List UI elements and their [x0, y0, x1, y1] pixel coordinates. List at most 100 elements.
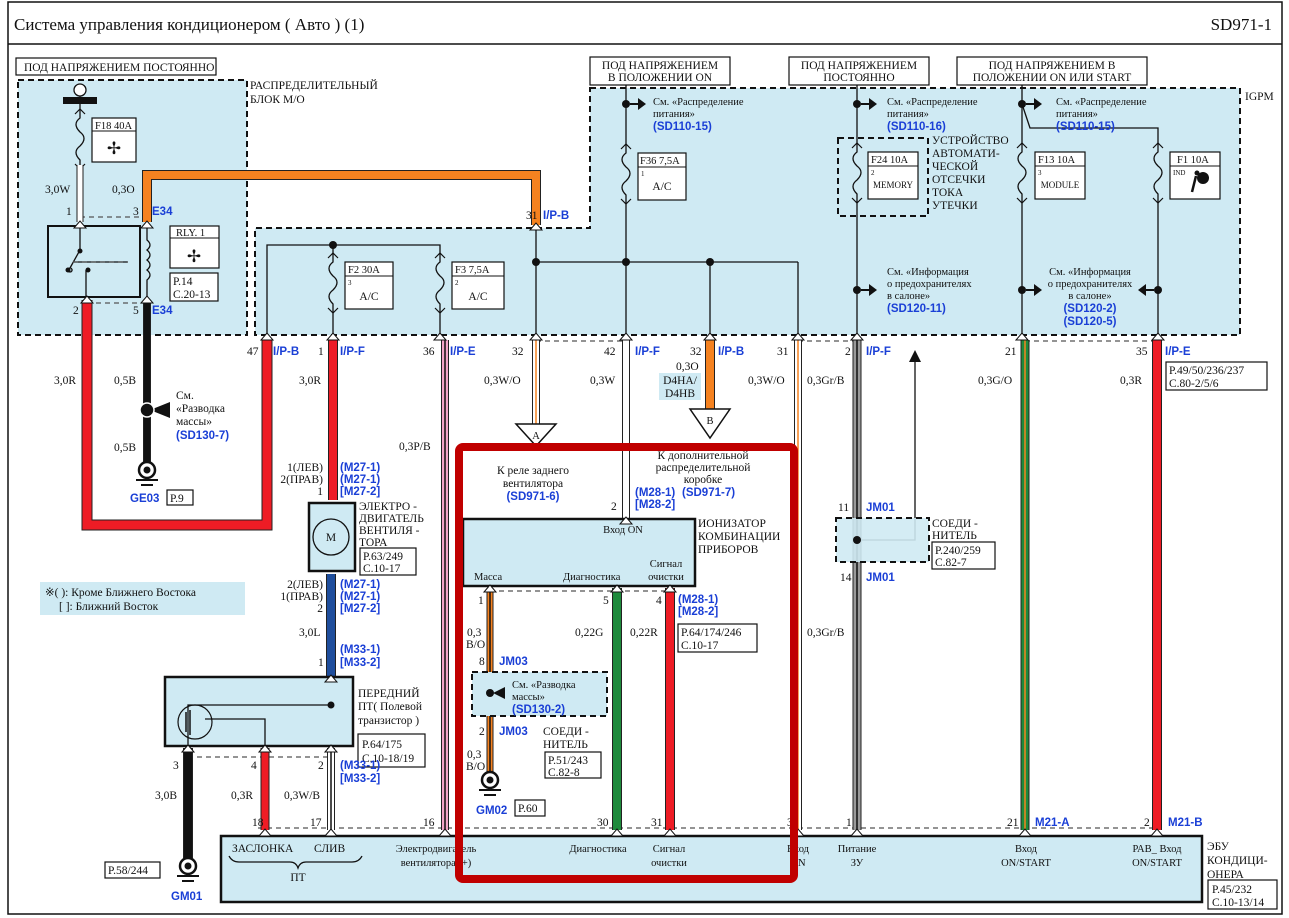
fuse-connector-icon — [620, 143, 632, 205]
supply-on-box — [589, 56, 731, 86]
ref-link-sd120-5[interactable]: (SD120-5) — [1063, 316, 1116, 328]
fuse-f3-number: 2 — [455, 279, 459, 287]
battery-terminal — [73, 83, 87, 97]
ecu-ref: P.45/232 — [1212, 884, 1252, 896]
wire-label: 0,3W/O — [484, 375, 521, 387]
see-power-text: питания» — [887, 109, 929, 120]
connector-label[interactable]: I/P-F — [635, 346, 660, 358]
pin-label: 1(ЛЕВ) — [287, 462, 323, 474]
see-ground-text: См. «Разводка — [512, 680, 576, 691]
connector-jm01[interactable]: JM01 — [866, 572, 895, 584]
motor-ref: P.63/249 — [363, 551, 403, 563]
splice-dot — [853, 286, 861, 294]
connector-label[interactable]: I/P-F — [340, 346, 365, 358]
pin-label: 2(ПРАВ) — [280, 474, 323, 486]
connector-label[interactable]: I/P-E — [450, 346, 476, 358]
connector-m27-2[interactable]: [M27-2] — [340, 486, 380, 498]
cutoff-line: ТОКА — [932, 187, 964, 199]
ref-link-sd130-7[interactable]: (SD130-7) — [176, 430, 229, 442]
ecu-pin-label: ON/START — [1132, 858, 1182, 869]
pin-number: 36 — [423, 346, 435, 358]
connector-m27-1[interactable]: (M27-1) — [340, 579, 380, 591]
fuse-f13-number: 3 — [1038, 169, 1042, 177]
fuse-icon — [435, 252, 445, 314]
ecu-pin-label: Питание — [838, 844, 877, 855]
fuse-f36-circuit: A/C — [652, 181, 672, 193]
connector-m28-2[interactable]: [M28-2] — [678, 606, 718, 618]
pin-chevron-icon — [849, 332, 865, 341]
jm01-name: СОЕДИ - — [932, 518, 978, 530]
motor-name: ВЕНТИЛЯ - — [359, 525, 420, 537]
connector-label[interactable]: I/P-F — [866, 346, 891, 358]
connector-label[interactable]: I/P-E — [1165, 346, 1191, 358]
connector-m33-2[interactable]: [M33-2] — [340, 657, 380, 669]
ground-gm01-label[interactable]: GM01 — [171, 891, 203, 903]
frame — [7, 1, 1283, 915]
cutoff-label: УСТРОЙСТВО АВТОМАТИ- ЧЕСКОЙ ОТСЕЧКИ ТОКА… — [932, 133, 1009, 212]
ref-link-sd971-6[interactable]: (SD971-6) — [506, 491, 559, 503]
see-power-text: См. «Распределение — [887, 97, 978, 108]
connector-label[interactable]: I/P-B — [273, 346, 299, 358]
connector-jm03[interactable]: JM03 — [499, 726, 528, 738]
jm03-ref-2: C.82-8 — [548, 767, 580, 779]
ref-link-sd110-15[interactable]: (SD110-15) — [653, 121, 712, 133]
see-info-text: в салоне» — [1068, 291, 1111, 302]
cutoff-line: АВТОМАТИ- — [932, 148, 1000, 160]
connector-jm03[interactable]: JM03 — [499, 656, 528, 668]
wire-label: 0,3 — [467, 749, 482, 761]
pin-number: 47 — [247, 346, 259, 358]
ionizer-ref: P.64/174/246 — [681, 627, 742, 639]
connector-e34-label[interactable]: E34 — [152, 305, 173, 317]
ref-link-sd971-7[interactable]: (SD971-7) — [682, 487, 735, 499]
connector-jm01[interactable]: JM01 — [866, 502, 895, 514]
pin-number: 31 — [651, 817, 663, 829]
pin-number: 2 — [479, 726, 485, 738]
pin-chevron-icon — [849, 828, 865, 837]
pin-number: 2 — [1144, 817, 1150, 829]
pin-chevron-icon — [323, 828, 339, 837]
connector-m27-2[interactable]: [M27-2] — [340, 603, 380, 615]
connector-e34-label[interactable]: E34 — [152, 206, 173, 218]
ionizer-pin-label: Вход ON — [603, 525, 643, 536]
connector-m33-1[interactable]: (M33-1) — [340, 760, 380, 772]
connector-ipb-label[interactable]: I/P-B — [543, 210, 569, 222]
ecu-pin-label: Диагностика — [569, 844, 627, 855]
connector-m28-2[interactable]: [M28-2] — [635, 499, 675, 511]
connector-m27-1[interactable]: (M27-1) — [340, 462, 380, 474]
ref-link-sd120-2[interactable]: (SD120-2) — [1063, 303, 1116, 315]
wire-orange-e34-ipb — [143, 171, 540, 225]
ref-link-sd130-2[interactable]: (SD130-2) — [512, 704, 565, 716]
wire-label: 0,3 — [467, 627, 482, 639]
wire-label: 0,3G/O — [978, 375, 1012, 387]
connector-m27-1[interactable]: (M27-1) — [340, 591, 380, 603]
see-power-text: питания» — [653, 109, 695, 120]
wire-label: 0,3O — [676, 361, 699, 373]
splice-dot — [706, 258, 714, 266]
connector-m28-1[interactable]: (M28-1) — [678, 594, 718, 606]
ref-link-sd120-11[interactable]: (SD120-11) — [887, 303, 946, 315]
pin-number: 14 — [840, 572, 852, 584]
ionizer-ref-2: C.10-17 — [681, 640, 719, 652]
ref-link-sd110-15[interactable]: (SD110-15) — [1056, 121, 1115, 133]
ground-ge03-label[interactable]: GE03 — [130, 493, 159, 505]
fuse-icon — [1153, 142, 1163, 204]
pin-number: 5 — [133, 305, 139, 317]
connector-label[interactable]: I/P-B — [718, 346, 744, 358]
pin-number: 1 — [318, 346, 324, 358]
fuse-connector-icon — [434, 252, 446, 314]
supply-perm-label: ПОД НАПРЯЖЕНИЕМ — [801, 60, 917, 72]
pin-chevron-icon — [1150, 332, 1166, 341]
ref-link-sd110-16[interactable]: (SD110-16) — [887, 121, 946, 133]
pin-number: 31 — [526, 210, 538, 222]
connector-m21-a[interactable]: M21-A — [1035, 817, 1070, 829]
connector-m33-2[interactable]: [M33-2] — [340, 773, 380, 785]
fet-name: ПТ( Полевой — [358, 701, 422, 713]
motor-ref-2: C.10-17 — [363, 563, 401, 575]
ground-gm02-label[interactable]: GM02 — [476, 805, 507, 817]
connector-m33-1[interactable]: (M33-1) — [340, 644, 380, 656]
branch-b: B К дополнительной распределительной кор… — [656, 408, 750, 499]
connector-m27-1[interactable]: (M27-1) — [340, 474, 380, 486]
supply-permanent-box — [15, 57, 217, 76]
connector-m28-1[interactable]: (M28-1) — [635, 487, 675, 499]
connector-m21-b[interactable]: M21-B — [1168, 817, 1203, 829]
